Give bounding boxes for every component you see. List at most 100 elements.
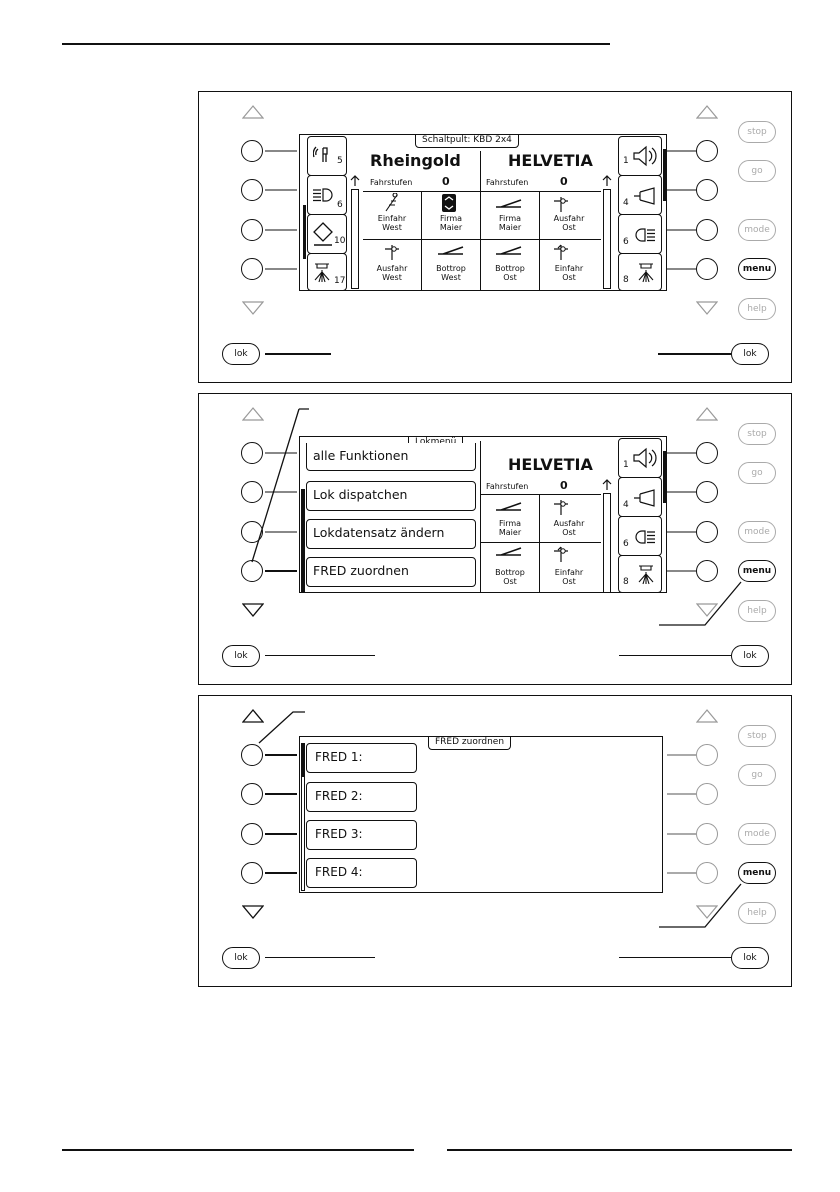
go-button[interactable]: go — [738, 160, 776, 182]
softkey-left-3[interactable] — [241, 219, 263, 241]
softkey-right-3[interactable] — [696, 219, 718, 241]
grid-line — [539, 494, 540, 592]
menu-button[interactable]: menu — [738, 258, 776, 280]
stop-button[interactable]: stop — [738, 121, 776, 143]
menu-button[interactable]: menu — [738, 560, 776, 582]
signal-icon — [385, 245, 399, 260]
function-tab-1[interactable]: 1 — [618, 136, 662, 176]
help-button[interactable]: help — [738, 902, 776, 924]
callout-leader — [659, 883, 742, 928]
softkey-connector — [667, 491, 696, 493]
function-tab-6[interactable]: 6 — [618, 214, 662, 254]
scroll-up-icon[interactable] — [242, 709, 264, 723]
function-number: 5 — [337, 156, 343, 166]
softkey-right-2[interactable] — [696, 783, 718, 805]
softkey-right-4[interactable] — [696, 560, 718, 582]
grid-line — [421, 191, 422, 290]
softkey-right-3[interactable] — [696, 823, 718, 845]
function-tab-4[interactable]: 4 — [618, 477, 662, 517]
mode-button[interactable]: mode — [738, 823, 776, 845]
softkey-right-1[interactable] — [696, 744, 718, 766]
softkey-left-1[interactable] — [241, 442, 263, 464]
turnout-icon — [496, 502, 522, 511]
softkey-right-2[interactable] — [696, 179, 718, 201]
softkey-connector — [667, 793, 696, 795]
softkey-right-4[interactable] — [696, 258, 718, 280]
stop-button[interactable]: stop — [738, 725, 776, 747]
softkey-left-2[interactable] — [241, 179, 263, 201]
menu-item-fred-zuordnen[interactable]: FRED zuordnen — [306, 557, 476, 587]
function-tab-6[interactable]: 6 — [307, 175, 347, 215]
top-rule — [62, 43, 610, 45]
softkey-right-3[interactable] — [696, 521, 718, 543]
menu-button[interactable]: menu — [738, 862, 776, 884]
scroll-up-icon[interactable] — [696, 709, 718, 723]
softkey-right-4[interactable] — [696, 862, 718, 884]
scroll-down-icon[interactable] — [242, 905, 264, 919]
softkey-left-1[interactable] — [241, 140, 263, 162]
grid-line — [480, 542, 601, 543]
softkey-left-1[interactable] — [241, 744, 263, 766]
function-tab-10[interactable]: 10 — [307, 214, 347, 254]
scroll-down-icon[interactable] — [696, 603, 718, 617]
scroll-down-icon[interactable] — [696, 905, 718, 919]
stop-button[interactable]: stop — [738, 423, 776, 445]
go-button[interactable]: go — [738, 462, 776, 484]
divider — [480, 151, 481, 191]
softkey-left-3[interactable] — [241, 521, 263, 543]
softkey-left-2[interactable] — [241, 481, 263, 503]
lok-button-right[interactable]: lok — [731, 343, 769, 365]
help-button[interactable]: help — [738, 298, 776, 320]
softkey-left-3[interactable] — [241, 823, 263, 845]
fred-item-2[interactable]: FRED 2: — [306, 782, 417, 812]
softkey-connector — [265, 793, 297, 795]
fred-item-4[interactable]: FRED 4: — [306, 858, 417, 888]
function-tab-8[interactable]: 8 — [618, 253, 662, 290]
softkey-right-2[interactable] — [696, 481, 718, 503]
softkey-left-4[interactable] — [241, 862, 263, 884]
softkey-connector — [667, 570, 696, 572]
softkey-connector — [265, 189, 297, 191]
turnout-icon — [496, 199, 522, 208]
softkey-left-2[interactable] — [241, 783, 263, 805]
function-tab-4[interactable]: 4 — [618, 175, 662, 215]
turnout-icon — [438, 246, 464, 255]
scroll-down-icon[interactable] — [242, 301, 264, 315]
go-button[interactable]: go — [738, 764, 776, 786]
panel-fred-zuordnen: stop go mode menu help lok lok FRED zuor… — [198, 695, 792, 987]
lok-button-left[interactable]: lok — [222, 947, 260, 969]
function-tab-1[interactable]: 1 — [618, 438, 662, 478]
menu-item-lok-dispatchen[interactable]: Lok dispatchen — [306, 481, 476, 511]
scroll-down-icon[interactable] — [696, 301, 718, 315]
scroll-down-icon[interactable] — [242, 603, 264, 617]
fred-item-3[interactable]: FRED 3: — [306, 820, 417, 850]
softkey-right-1[interactable] — [696, 140, 718, 162]
scroll-up-icon[interactable] — [242, 105, 264, 119]
fred-item-1[interactable]: FRED 1: — [306, 743, 417, 773]
softkey-left-4[interactable] — [241, 258, 263, 280]
scroll-up-icon[interactable] — [696, 105, 718, 119]
scroll-up-icon[interactable] — [696, 407, 718, 421]
mode-button[interactable]: mode — [738, 521, 776, 543]
lcd-screen: Schaltpult: KBD 2x4 5 6 10 17 Rheingold … — [299, 134, 667, 291]
menu-item-alle-funktionen[interactable]: alle Funktionen — [306, 443, 476, 471]
function-tab-6[interactable]: 6 — [618, 516, 662, 556]
function-tab-8[interactable]: 8 — [618, 555, 662, 592]
speed-bar-left — [351, 189, 359, 289]
menu-item-lokdatensatz-aendern[interactable]: Lokdatensatz ändern — [306, 519, 476, 549]
function-tab-5[interactable]: 5 — [307, 136, 347, 176]
signal-entry-icon — [554, 546, 568, 562]
lok-button-right[interactable]: lok — [731, 645, 769, 667]
function-tab-17[interactable]: 17 — [307, 253, 347, 290]
help-button[interactable]: help — [738, 600, 776, 622]
speed-bar-right — [603, 189, 611, 289]
lok-button-left[interactable]: lok — [222, 645, 260, 667]
softkey-right-1[interactable] — [696, 442, 718, 464]
mode-button[interactable]: mode — [738, 219, 776, 241]
scroll-up-icon[interactable] — [242, 407, 264, 421]
lok-connector-left — [265, 655, 375, 656]
lok-button-left[interactable]: lok — [222, 343, 260, 365]
function-number: 17 — [334, 276, 346, 286]
lok-button-right[interactable]: lok — [731, 947, 769, 969]
